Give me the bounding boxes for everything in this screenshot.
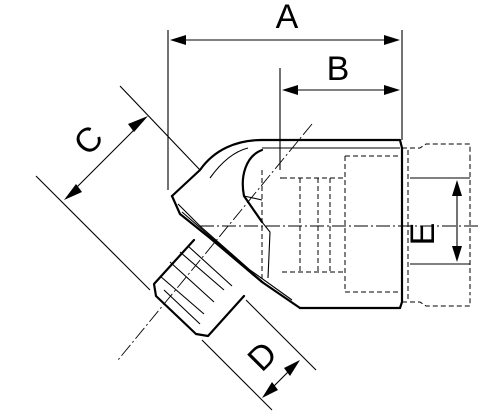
- hidden-thread-lines: [261, 170, 345, 280]
- dimension-e-label: E: [404, 223, 442, 246]
- dimension-c-arrow-bottom: [64, 184, 82, 200]
- dimension-e-arrow-bottom: [452, 246, 462, 262]
- dimension-a-arrow-left: [170, 35, 186, 45]
- dimension-c-label: C: [67, 119, 111, 163]
- dimension-b-label: B: [327, 50, 350, 88]
- dimension-c-arrow-top: [128, 116, 148, 132]
- dimension-a-label: A: [276, 0, 299, 36]
- male-thread-end: [152, 235, 255, 338]
- fitting-body: [170, 138, 404, 310]
- dimension-b-arrow-left: [282, 85, 298, 95]
- dimension-d-arrow-bottom: [262, 382, 278, 398]
- dimension-a: A: [167, 0, 403, 190]
- dimension-e-arrow-top: [452, 180, 462, 196]
- dimension-e: E: [404, 177, 470, 265]
- dimension-d-arrow-top: [284, 360, 300, 376]
- dimension-b-arrow-right: [384, 85, 400, 95]
- dimension-d-label: D: [241, 335, 285, 379]
- phantom-pipe-outline: [344, 143, 471, 307]
- dimension-b: B: [279, 50, 400, 170]
- dimension-d: D: [201, 299, 317, 411]
- dimension-a-arrow-right: [384, 35, 400, 45]
